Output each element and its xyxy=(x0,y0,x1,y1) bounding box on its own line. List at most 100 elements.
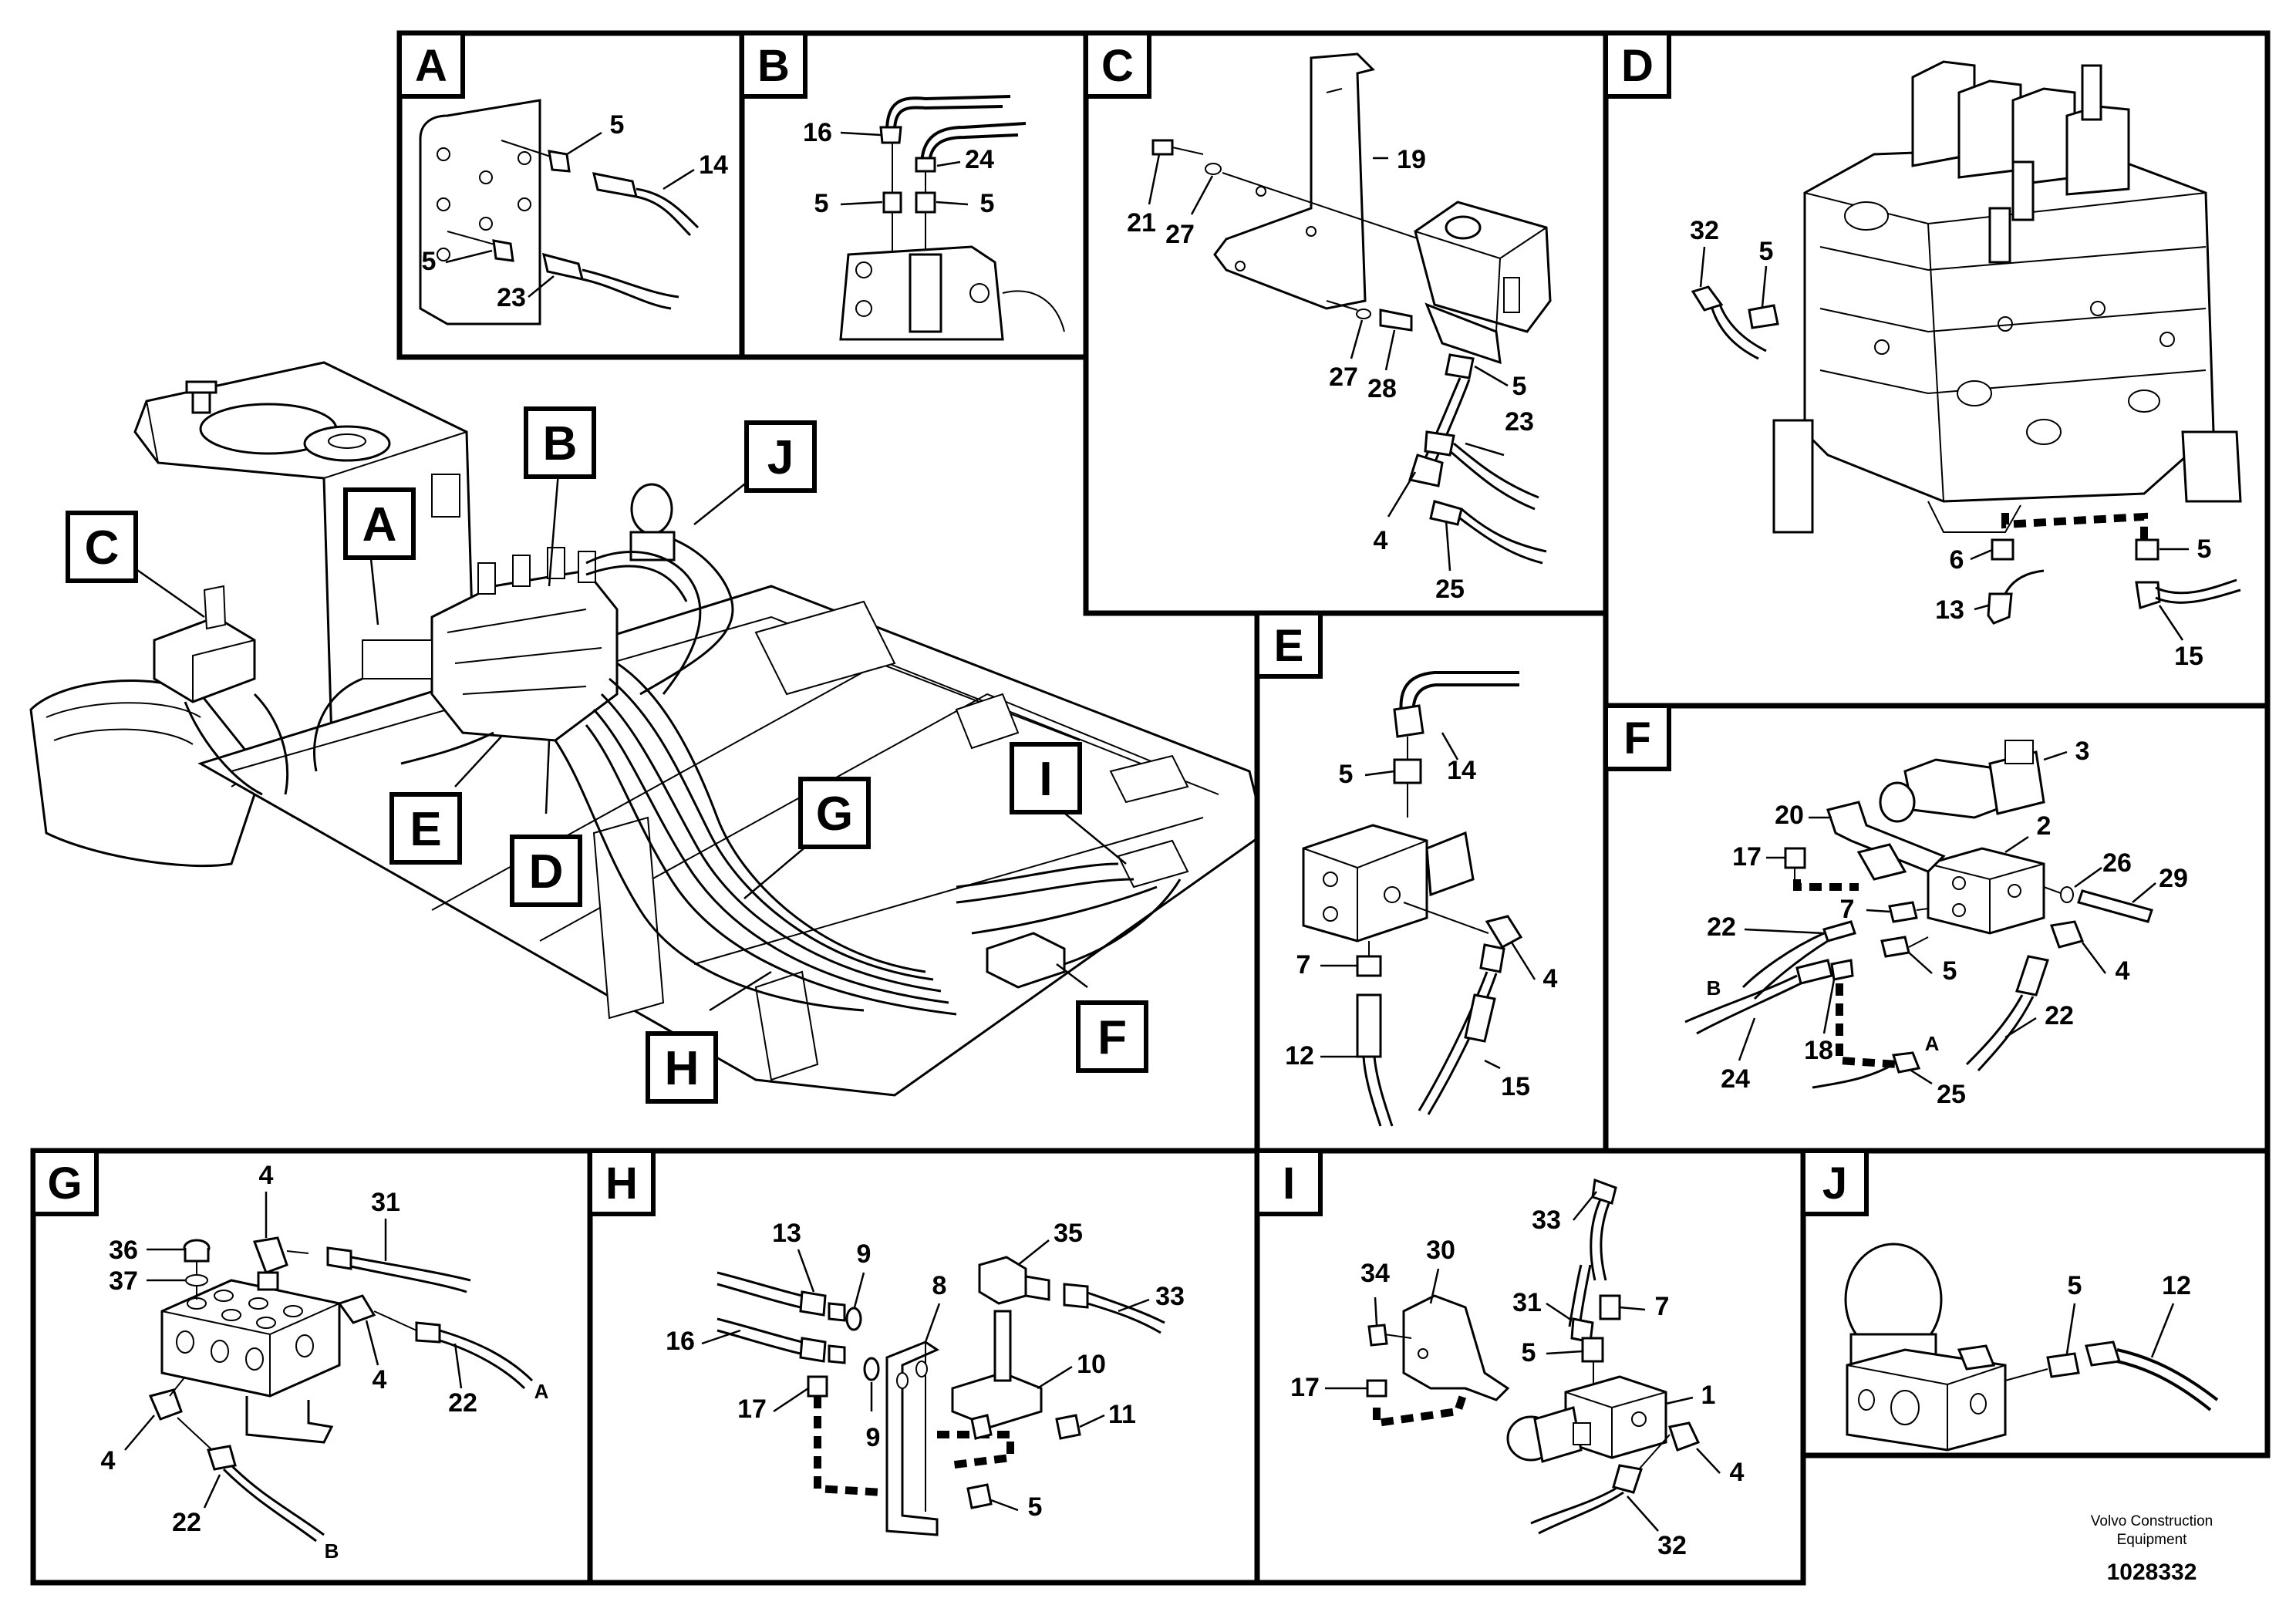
part-number-label: 28 xyxy=(1367,374,1397,403)
part-number-label: 34 xyxy=(1360,1259,1390,1288)
part-number-label: 16 xyxy=(803,118,832,147)
port-label: B xyxy=(1707,976,1721,1000)
callout-letter: I xyxy=(1039,753,1052,806)
detail-panel-c: C 19 21 27 27 28 xyxy=(1083,30,1609,616)
panel-letter: F xyxy=(1623,713,1650,764)
part-number-label: 5 xyxy=(1759,237,1774,266)
callout-letter: H xyxy=(665,1042,700,1095)
part-number-label: 3 xyxy=(2075,737,2090,766)
part-number-label: 10 xyxy=(1077,1350,1106,1379)
callout-letter: C xyxy=(85,521,120,575)
part-number-label: 5 xyxy=(1522,1338,1536,1367)
detail-panel-g: G xyxy=(30,1148,593,1586)
part-number-label: 27 xyxy=(1329,363,1358,392)
part-number-label: 25 xyxy=(1937,1080,1966,1109)
part-number-label: 33 xyxy=(1155,1282,1185,1311)
part-number-label: 7 xyxy=(1296,950,1311,980)
part-number-label: 5 xyxy=(980,189,995,218)
company-name-line2: Equipment xyxy=(2117,1532,2188,1548)
part-number-label: 5 xyxy=(1943,956,1957,986)
detail-panel-h: H 13 9 3 xyxy=(587,1148,1260,1586)
detail-panel-d: D 32 5 6 xyxy=(1603,30,2271,709)
part-number-label: 23 xyxy=(497,283,526,312)
panel-letter: G xyxy=(47,1158,82,1209)
part-number-label: 13 xyxy=(1935,595,1964,625)
overview-callout-f[interactable]: F xyxy=(1076,1000,1148,1073)
callout-letter: G xyxy=(816,787,853,841)
overview-callout-i[interactable]: I xyxy=(1010,742,1082,814)
detail-panel-b: B 16 24 5 5 xyxy=(739,30,1089,360)
part-number-label: 23 xyxy=(1505,407,1534,437)
part-number-label: 32 xyxy=(1657,1531,1687,1560)
part-number-label: 37 xyxy=(109,1266,138,1296)
part-number-label: 4 xyxy=(1730,1458,1745,1487)
overview-callout-j[interactable]: J xyxy=(744,420,817,493)
callout-letter: F xyxy=(1097,1011,1127,1064)
overview-callout-b[interactable]: B xyxy=(524,406,596,479)
part-number-label: 5 xyxy=(814,189,829,218)
part-number-label: 24 xyxy=(1721,1064,1750,1094)
part-number-label: 32 xyxy=(1690,216,1719,245)
detail-panel-j: J 5 12 xyxy=(1800,1148,2271,1458)
part-number-label: 17 xyxy=(1290,1373,1320,1402)
callout-letter: B xyxy=(543,417,578,470)
panel-letter: E xyxy=(1274,621,1304,671)
part-number-label: 16 xyxy=(666,1327,695,1356)
part-number-label: 9 xyxy=(866,1423,881,1452)
callout-letter: E xyxy=(410,803,441,856)
machine-overview xyxy=(29,361,1266,1097)
part-number-label: 13 xyxy=(772,1219,801,1248)
port-label: A xyxy=(1925,1032,1940,1055)
part-number-label: 14 xyxy=(1447,756,1476,785)
part-number-label: 22 xyxy=(2045,1001,2074,1030)
part-number-label: 27 xyxy=(1165,220,1195,249)
panel-letter: I xyxy=(1283,1158,1295,1209)
overview-callout-h[interactable]: H xyxy=(646,1031,718,1104)
part-number-label: 35 xyxy=(1054,1219,1083,1248)
part-number-label: 20 xyxy=(1775,801,1804,830)
detail-panel-e: E 14 5 7 4 12 15 xyxy=(1254,610,1609,1154)
part-number-label: 22 xyxy=(448,1388,477,1418)
part-number-label: 5 xyxy=(1339,760,1354,789)
part-number-label: 11 xyxy=(1108,1400,1136,1429)
port-label: A xyxy=(534,1380,549,1403)
part-number-label: 4 xyxy=(2116,956,2130,986)
callout-letter: A xyxy=(362,498,397,551)
part-number-label: 17 xyxy=(737,1394,767,1424)
part-number-label: 2 xyxy=(2037,811,2052,841)
part-number-label: 9 xyxy=(857,1239,872,1269)
part-number-label: 12 xyxy=(2162,1271,2191,1300)
detail-panel-a: A 5 14 5 23 xyxy=(396,30,745,360)
part-number-label: 36 xyxy=(109,1236,138,1265)
detail-panel-i: I 33 34 30 31 xyxy=(1254,1148,1806,1586)
callout-letter: D xyxy=(529,845,564,899)
part-number-label: 30 xyxy=(1426,1236,1455,1265)
part-number-label: 4 xyxy=(1374,526,1388,555)
part-number-label: 4 xyxy=(259,1161,274,1190)
part-number-label: 24 xyxy=(965,145,994,174)
overview-callout-e[interactable]: E xyxy=(389,792,462,865)
part-number-label: 31 xyxy=(1512,1288,1542,1317)
panel-letter: H xyxy=(605,1158,638,1209)
part-number-label: 18 xyxy=(1804,1036,1833,1065)
part-number-label: 8 xyxy=(932,1271,947,1300)
part-number-label: 21 xyxy=(1127,208,1156,238)
overview-callout-g[interactable]: G xyxy=(798,777,871,849)
part-number-label: 15 xyxy=(2174,642,2203,671)
part-number-label: 26 xyxy=(2102,848,2132,878)
part-number-label: 5 xyxy=(2197,534,2212,564)
part-number-label: 29 xyxy=(2159,864,2188,893)
part-number-label: 31 xyxy=(371,1188,400,1217)
part-number-label: 19 xyxy=(1397,145,1426,174)
panel-letter: B xyxy=(757,41,790,91)
part-number-label: 22 xyxy=(1707,912,1736,942)
part-number-label: 25 xyxy=(1435,575,1465,604)
panel-letter: D xyxy=(1621,41,1654,91)
overview-callout-a[interactable]: A xyxy=(343,487,416,560)
overview-callout-d[interactable]: D xyxy=(510,835,582,907)
panel-letter: C xyxy=(1101,41,1134,91)
part-number-label: 1 xyxy=(1701,1381,1716,1410)
overview-callout-c[interactable]: C xyxy=(66,511,138,583)
part-number-label: 17 xyxy=(1732,842,1762,872)
